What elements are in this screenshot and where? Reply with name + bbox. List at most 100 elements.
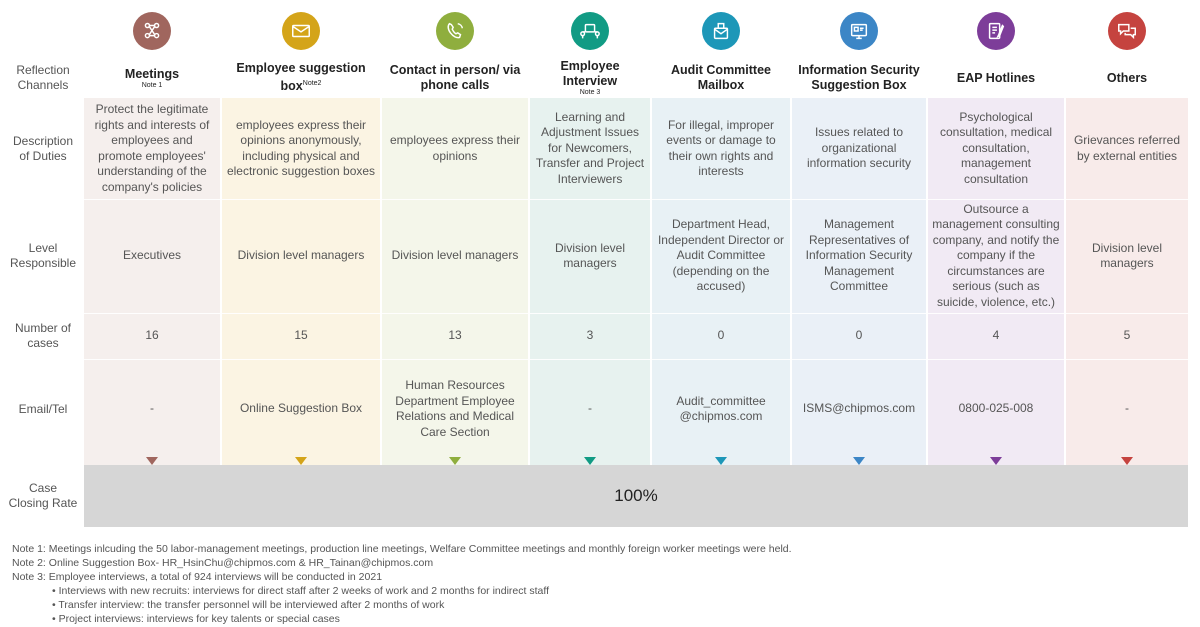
- interview-icon: [571, 12, 609, 50]
- row-label-contact: Email/Tel: [18, 401, 68, 416]
- channel-title: Others: [1106, 70, 1148, 85]
- divider: [530, 199, 650, 200]
- contact-cell: -: [150, 401, 154, 416]
- arrow-down-icon: [295, 457, 307, 465]
- footnote-subitem: • Project interviews: interviews for key…: [52, 613, 340, 625]
- channel-header: Audit Committee Mailbox: [654, 60, 788, 96]
- footnotes: Note 1: Meetings inlcuding the 50 labor-…: [12, 542, 792, 626]
- divider: [792, 199, 926, 200]
- divider: [222, 359, 380, 360]
- row-label-channels: Reflection Channels: [16, 63, 70, 92]
- footnote-subitem: • Interviews with new recruits: intervie…: [52, 585, 549, 597]
- arrow-down-icon: [1121, 457, 1133, 465]
- contact-cell: Online Suggestion Box: [239, 401, 363, 416]
- divider: [382, 199, 528, 200]
- channel-column-eap-hotlines: EAP Hotlines Psychological consultation,…: [928, 0, 1064, 465]
- row-label-cases: Number of cases: [14, 321, 72, 350]
- channel-note: Note 3: [579, 89, 601, 96]
- channel-column-contact: Contact in person/ via phone calls emplo…: [382, 0, 528, 465]
- channel-header: Information Security Suggestion Box: [794, 60, 924, 96]
- arrow-down-icon: [715, 457, 727, 465]
- divider: [382, 313, 528, 314]
- channel-title: EAP Hotlines: [956, 70, 1036, 85]
- channel-title: Employee suggestion boxNote2: [224, 61, 378, 94]
- divider: [1066, 313, 1188, 314]
- duties-cell: Learning and Adjustment Issues for Newco…: [535, 109, 645, 186]
- footnote: Note 1: Meetings inlcuding the 50 labor-…: [12, 543, 792, 555]
- channel-column-infosec-box: Information Security Suggestion Box Issu…: [792, 0, 926, 465]
- contact-cell: Human Resources Department Employee Rela…: [395, 378, 515, 439]
- divider: [84, 199, 220, 200]
- phone-icon: [436, 12, 474, 50]
- level-cell: Division level managers: [1091, 240, 1163, 271]
- row-label-duties: Description of Duties: [12, 133, 74, 163]
- level-cell: Division level managers: [554, 240, 626, 271]
- footnote: Note 3: Employee interviews, a total of …: [12, 571, 383, 583]
- contact-cell: -: [588, 401, 592, 416]
- channel-header: Employee suggestion boxNote2: [224, 60, 378, 96]
- column-background: [1066, 98, 1188, 465]
- contact-cell: Audit_committee @chipmos.com: [676, 393, 766, 424]
- divider: [382, 359, 528, 360]
- column-background: [652, 98, 790, 465]
- contact-cell: ISMS@chipmos.com: [802, 401, 916, 416]
- column-background: [382, 98, 528, 465]
- cases-cell: 15: [294, 328, 308, 343]
- envelope-icon: [282, 12, 320, 50]
- chat-bubbles-icon: [1108, 12, 1146, 50]
- channel-note: Note2: [302, 80, 322, 88]
- channel-note: Note 1: [141, 81, 163, 89]
- closing-rate-value: 100%: [614, 486, 658, 505]
- cases-cell: 0: [855, 328, 863, 343]
- column-background: [792, 98, 926, 465]
- divider: [530, 313, 650, 314]
- column-background: [928, 98, 1064, 465]
- cases-cell: 3: [586, 328, 594, 343]
- duties-cell: Psychological consultation, medical cons…: [939, 109, 1053, 186]
- level-cell: Management Representatives of Informatio…: [805, 217, 913, 294]
- divider: [84, 359, 220, 360]
- people-network-icon: [133, 12, 171, 50]
- channel-title: Meetings: [124, 66, 180, 81]
- level-cell: Division level managers: [237, 248, 365, 263]
- column-background: [530, 98, 650, 465]
- level-cell: Outsource a management consulting compan…: [932, 201, 1060, 309]
- divider: [928, 359, 1064, 360]
- footnote: Note 2: Online Suggestion Box- HR_HsinCh…: [12, 557, 434, 569]
- divider: [792, 313, 926, 314]
- arrow-down-icon: [990, 457, 1002, 465]
- closing-rate-bar: 100%: [84, 465, 1188, 527]
- channel-column-audit-mailbox: Audit Committee Mailbox For illegal, imp…: [652, 0, 790, 465]
- divider: [652, 313, 790, 314]
- channel-column-suggestion-box: Employee suggestion boxNote2 employees e…: [222, 0, 380, 465]
- level-cell: Executives: [122, 248, 182, 263]
- channel-title: Information Security Suggestion Box: [798, 63, 920, 92]
- divider: [1066, 359, 1188, 360]
- level-cell: Division level managers: [391, 248, 519, 263]
- duties-cell: For illegal, improper events or damage t…: [666, 117, 776, 179]
- duties-cell: Issues related to organizational informa…: [806, 125, 912, 171]
- divider: [530, 359, 650, 360]
- arrow-down-icon: [853, 457, 865, 465]
- channel-header: Others: [1068, 60, 1186, 96]
- channel-title: Contact in person/ via phone calls: [389, 63, 521, 92]
- channel-title: Audit Committee Mailbox: [671, 63, 771, 92]
- divider: [652, 199, 790, 200]
- divider: [84, 313, 220, 314]
- cases-cell: 4: [992, 328, 1000, 343]
- duties-cell: employees express their opinions anonymo…: [226, 117, 376, 179]
- channel-column-others: Others Grievances referred by external e…: [1066, 0, 1188, 465]
- divider: [792, 359, 926, 360]
- cases-cell: 5: [1123, 328, 1131, 343]
- column-background: [222, 98, 380, 465]
- mailbox-icon: [702, 12, 740, 50]
- contact-cell: -: [1125, 401, 1129, 416]
- cases-cell: 13: [448, 328, 462, 343]
- channel-header: EAP Hotlines: [930, 60, 1062, 96]
- divider: [1066, 199, 1188, 200]
- divider: [652, 359, 790, 360]
- cases-cell: 0: [717, 328, 725, 343]
- level-cell: Department Head, Independent Director or…: [657, 217, 785, 294]
